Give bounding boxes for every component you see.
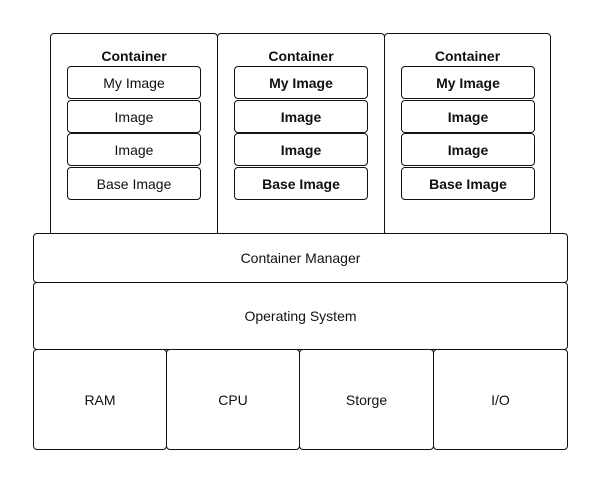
container-title: Container (434, 48, 501, 64)
image-layer-my-image: My Image (67, 66, 201, 99)
image-layer: Image (234, 100, 368, 133)
container-manager-layer: Container Manager (33, 233, 568, 283)
container-title: Container (101, 48, 167, 64)
image-layer: Image (234, 133, 368, 166)
image-layer-base-image: Base Image (67, 167, 201, 200)
image-layer: Image (401, 100, 535, 133)
container-box-1: Container My Image Image Image Base Imag… (50, 33, 218, 236)
image-layer-base-image: Base Image (401, 167, 535, 200)
hardware-io: I/O (433, 349, 568, 450)
image-layer-my-image: My Image (234, 66, 368, 99)
image-layer-my-image: My Image (401, 66, 535, 99)
hardware-storage: Storge (299, 349, 434, 450)
container-box-2: Container My Image Image Image Base Imag… (217, 33, 385, 236)
image-layer-base-image: Base Image (234, 167, 368, 200)
hardware-cpu: CPU (166, 349, 300, 450)
operating-system-layer: Operating System (33, 282, 568, 350)
image-layer: Image (401, 133, 535, 166)
image-layer: Image (67, 133, 201, 166)
hardware-ram: RAM (33, 349, 167, 450)
container-box-3: Container My Image Image Image Base Imag… (384, 33, 551, 236)
container-title: Container (268, 48, 334, 64)
image-layer: Image (67, 100, 201, 133)
